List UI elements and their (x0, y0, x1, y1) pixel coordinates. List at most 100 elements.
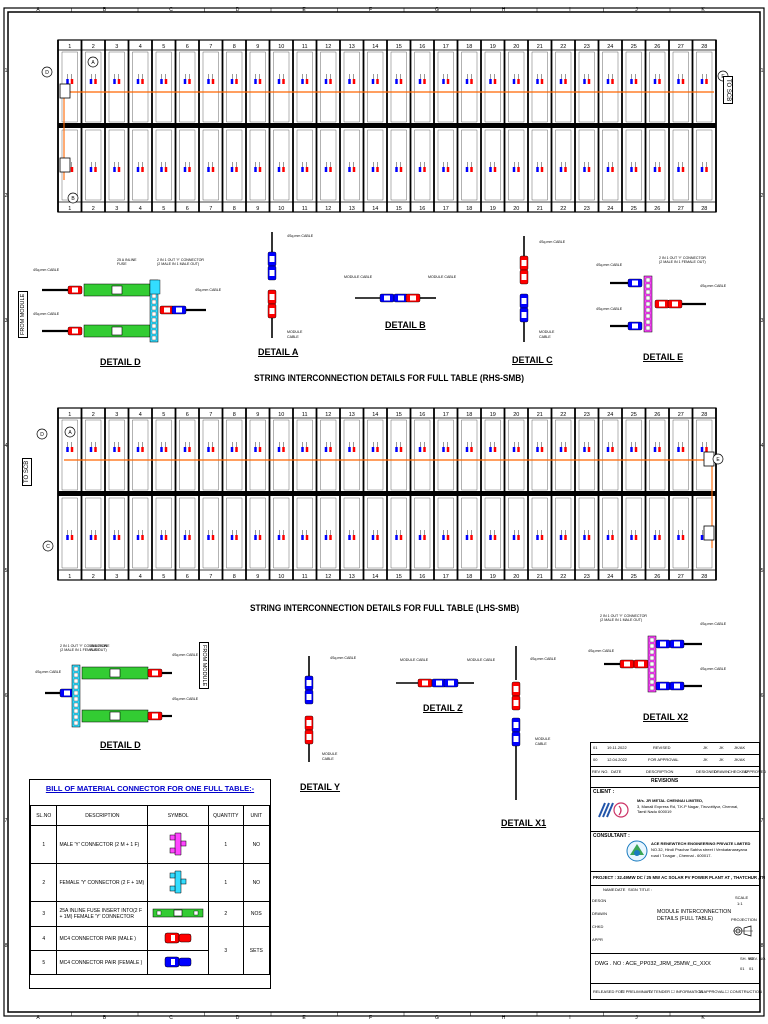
y-segment (649, 649, 655, 655)
connector-negative (301, 79, 304, 84)
detail-y (304, 656, 314, 762)
mc4-connector-male (417, 678, 433, 688)
connector-negative (677, 79, 680, 84)
connector-negative (230, 447, 234, 452)
module-number: 12 (325, 206, 331, 212)
release-option-construction[interactable]: ☐ CONSTRUCTION (725, 989, 762, 994)
title-label: TITLE : (639, 887, 653, 892)
callout-circle (87, 56, 99, 68)
module-panel (555, 129, 572, 201)
connector-positive (352, 167, 356, 172)
inline-fuse (81, 666, 149, 680)
client-address-1: 3, Manali Express Rd, T.K.P Nagar, Tiruv… (637, 804, 739, 809)
rev-date: 19.11.2022 (607, 745, 627, 750)
module-panel (85, 51, 102, 123)
connector-negative (583, 535, 586, 540)
module-number: 19 (490, 412, 496, 418)
grid-ref-column: I (569, 7, 570, 13)
callout-letter: B (71, 196, 75, 202)
connector-positive (399, 535, 403, 540)
module-number: 22 (560, 412, 566, 418)
note-sq-cable: 4Sq.mm CABLE (35, 670, 62, 674)
module-panel (414, 129, 431, 201)
mc4-connector-female (511, 717, 521, 733)
connector-positive (564, 447, 567, 452)
connector-positive (305, 447, 309, 452)
mc4-window (672, 301, 678, 307)
mc4-connector-female (519, 293, 529, 309)
module-number: 20 (513, 44, 519, 50)
detail-b-label: DETAIL B (385, 320, 426, 330)
module-panel (132, 419, 149, 491)
grid-ref-column: C (169, 7, 173, 13)
bom-sl: 3 (29, 901, 58, 927)
sign-header: DATE (615, 887, 626, 892)
connector-negative (442, 535, 445, 540)
connector-positive (611, 447, 614, 452)
grid-ref-row: 2 (5, 193, 8, 199)
junction-box (703, 525, 715, 541)
note-module-cable: MODULE CABLE (400, 658, 429, 662)
grid-ref-row: 2 (761, 193, 764, 199)
y-segment (649, 643, 655, 649)
module-number: 20 (513, 574, 519, 580)
release-option-information[interactable]: ☐ INFORMATION (671, 989, 704, 994)
module-panel (672, 419, 689, 491)
connector-negative (583, 167, 586, 172)
module-panel (108, 51, 125, 123)
mc4-window (64, 690, 70, 696)
module-number: 11 (302, 44, 308, 50)
grid-ref-column: B (103, 1015, 107, 1021)
mc4-window (513, 736, 519, 742)
mc4-window (521, 312, 527, 318)
module-number: 24 (607, 44, 613, 50)
module-panel (343, 497, 360, 569)
connector-positive (658, 535, 661, 540)
module-panel (602, 419, 619, 491)
callout-circle (712, 453, 724, 465)
module-panel (672, 51, 689, 123)
grid-ref-column: E (302, 1015, 306, 1021)
connector-positive (235, 79, 238, 84)
connector-negative (442, 447, 445, 452)
connector-positive (564, 79, 567, 84)
module-number: 1 (68, 44, 71, 50)
connector-positive (70, 79, 74, 84)
mc4-window (422, 680, 428, 686)
mc4-window (398, 295, 404, 301)
module-number: 14 (372, 44, 378, 50)
connector-positive (329, 167, 332, 172)
connector-positive (399, 167, 403, 172)
y-segment (73, 714, 79, 720)
note-sq-cable: 4Sq.mm CABLE (700, 622, 727, 626)
grid-ref-column: A (36, 1015, 40, 1021)
mc4-connector-female (655, 681, 671, 691)
y-connector (643, 275, 653, 333)
rev-no: 00 (593, 757, 598, 762)
release-option-preliminary[interactable]: ☐ PRELIMINARY (621, 989, 653, 994)
module-number: 10 (278, 412, 284, 418)
module-number: 25 (631, 574, 637, 580)
connector-negative (66, 447, 69, 452)
module-number: 26 (654, 412, 660, 418)
client-address-2: Tamil Nadu 600019 (637, 809, 672, 814)
module-number: 25 (631, 44, 637, 50)
connector-positive (681, 167, 685, 172)
connector-negative (371, 167, 375, 172)
connector-positive (493, 447, 497, 452)
module-number: 1 (68, 412, 71, 418)
release-option-approval[interactable]: ☑ APPROVAL (699, 989, 725, 994)
module-number: 2 (92, 44, 95, 50)
module-number: 8 (233, 44, 236, 50)
connector-negative (465, 79, 469, 84)
note-cable: CABLE (287, 335, 299, 339)
connector-positive (399, 79, 403, 84)
mc4-connector-female (655, 639, 671, 649)
grid-ref-row: 8 (761, 943, 764, 949)
module-number: 6 (186, 574, 189, 580)
module-table: 1122334455667788991010111112121313141415… (41, 39, 729, 213)
mc4-connector-male (147, 711, 163, 721)
release-option-tender[interactable]: ☐ TENDER (649, 989, 671, 994)
mc4-connector-female (627, 321, 643, 331)
